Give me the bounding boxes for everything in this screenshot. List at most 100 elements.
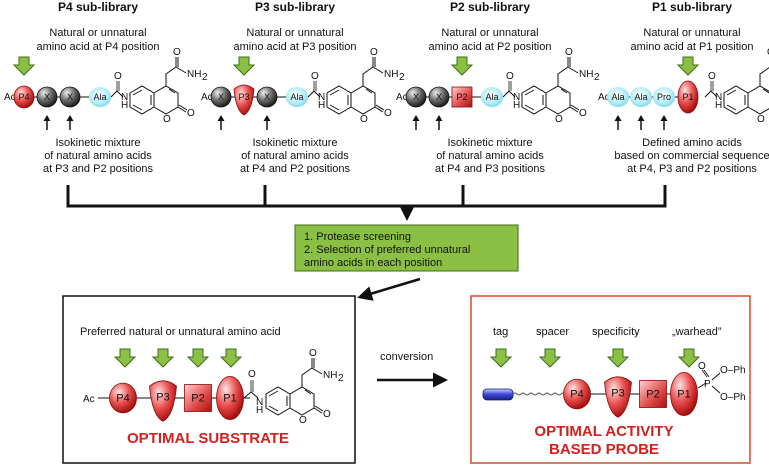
residue-p2: P2	[451, 86, 473, 108]
residue-label: Ala	[634, 92, 647, 102]
probe-label-2: spacer	[536, 326, 569, 338]
top-caption: amino acid at P4 position	[37, 41, 160, 53]
residue-label: X	[67, 92, 73, 102]
conversion-label: conversion	[380, 351, 433, 363]
probe-residue-p3: P3	[604, 376, 632, 418]
black-up-arrow	[637, 115, 645, 130]
svg-text:O: O	[384, 108, 392, 119]
green-down-arrow	[676, 56, 700, 76]
substrate-residue-p2: P2	[184, 384, 212, 412]
residue-label: Ala	[93, 92, 106, 102]
residue-label: X	[218, 92, 224, 102]
svg-text:O: O	[370, 47, 378, 58]
svg-text:O: O	[579, 108, 587, 119]
residue-label: Ala	[485, 92, 498, 102]
sublibrary-title: P3 sub-library	[255, 0, 335, 14]
substrate-residue-p1: P1	[216, 375, 244, 420]
residue-label: P1	[682, 92, 693, 102]
svg-text:NH: NH	[579, 69, 593, 80]
residue-ala: Ala	[630, 87, 652, 107]
svg-text:2: 2	[399, 72, 405, 83]
residue-label: X	[44, 92, 50, 102]
top-caption: Natural or unnatural	[643, 27, 740, 39]
svg-text:O: O	[565, 47, 573, 58]
residue-x: X	[36, 86, 58, 108]
svg-text:H: H	[256, 405, 263, 416]
green-down-arrow	[450, 56, 474, 76]
top-caption: Natural or unnatural	[441, 27, 538, 39]
svg-text:N: N	[121, 92, 128, 103]
svg-text:O: O	[506, 71, 514, 82]
probe-title-line-2: BASED PROBE	[549, 441, 659, 458]
residue-label: P3	[238, 92, 249, 102]
green-down-arrow	[186, 348, 210, 368]
sublibrary-title: P2 sub-library	[450, 0, 530, 14]
substrate-caption: Preferred natural or unnatural amino aci…	[80, 326, 281, 338]
tag-bar	[482, 388, 514, 401]
residue-label: P2	[456, 92, 467, 102]
residue-label: X	[436, 92, 442, 102]
step-2: 2. Selection of preferred unnatural	[304, 244, 470, 256]
svg-text:2: 2	[594, 72, 600, 83]
bottom-caption: based on commercial sequence	[614, 150, 769, 162]
green-down-arrow	[489, 348, 513, 368]
bottom-caption: of natural amino acids	[436, 150, 544, 162]
top-caption: amino acid at P1 position	[631, 41, 754, 53]
svg-text:O–Ph: O–Ph	[720, 365, 746, 376]
residue-label: P2	[646, 389, 659, 401]
residue-label: Ala	[290, 92, 303, 102]
black-up-arrow	[412, 115, 420, 130]
svg-text:H: H	[715, 100, 722, 111]
probe-title-line-1: OPTIMAL ACTIVITY	[534, 423, 673, 440]
residue-ala: Ala	[89, 87, 111, 107]
library-bracket	[66, 185, 667, 221]
svg-text:O–Ph: O–Ph	[720, 392, 746, 403]
svg-text:NH: NH	[323, 370, 337, 381]
step-3: amino acids in each position	[304, 257, 442, 269]
svg-text:N: N	[256, 397, 263, 408]
svg-text:2: 2	[338, 373, 344, 384]
residue-label: P4	[18, 92, 29, 102]
green-down-arrow	[538, 348, 562, 368]
svg-text:O: O	[309, 348, 317, 359]
svg-text:O: O	[163, 114, 171, 125]
screening-steps-box: 1. Protease screening 2. Selection of pr…	[294, 224, 519, 272]
bottom-caption: Isokinetic mixture	[448, 137, 533, 149]
ac-label: Ac	[4, 92, 16, 103]
residue-label: P1	[223, 393, 236, 405]
svg-text:P: P	[704, 379, 711, 390]
black-up-arrow	[43, 115, 51, 130]
residue-label: X	[413, 92, 419, 102]
svg-text:H: H	[121, 100, 128, 111]
ac-label: Ac	[396, 92, 408, 103]
probe-residue-p1: P1	[670, 371, 698, 416]
green-down-arrow	[232, 56, 256, 76]
residue-pro: Pro	[653, 87, 675, 107]
svg-text:O: O	[767, 47, 769, 58]
residue-x: X	[256, 86, 278, 108]
bottom-caption: at P4, P3 and P2 positions	[627, 163, 757, 175]
bottom-caption: of natural amino acids	[44, 150, 152, 162]
top-caption: amino acid at P2 position	[429, 41, 552, 53]
green-down-arrow	[113, 348, 137, 368]
ac-label: Ac	[598, 92, 610, 103]
substrate-residue-p4: P4	[109, 382, 137, 414]
residue-label: P1	[677, 389, 690, 401]
residue-label: P4	[570, 389, 583, 401]
bottom-caption: Isokinetic mixture	[56, 137, 141, 149]
residue-label: P2	[191, 393, 204, 405]
conversion-arrow: conversion	[377, 351, 448, 388]
green-down-arrow	[12, 56, 36, 76]
svg-text:O: O	[114, 71, 122, 82]
svg-text:2: 2	[202, 72, 208, 83]
bottom-caption: at P4 and P3 positions	[435, 163, 546, 175]
optimal-substrate-title: OPTIMAL SUBSTRATE	[127, 430, 289, 447]
residue-ala: Ala	[607, 87, 629, 107]
substrate-ac-label: Ac	[83, 394, 95, 405]
svg-text:O: O	[248, 369, 256, 380]
steps-to-substrate-arrow	[357, 277, 421, 301]
